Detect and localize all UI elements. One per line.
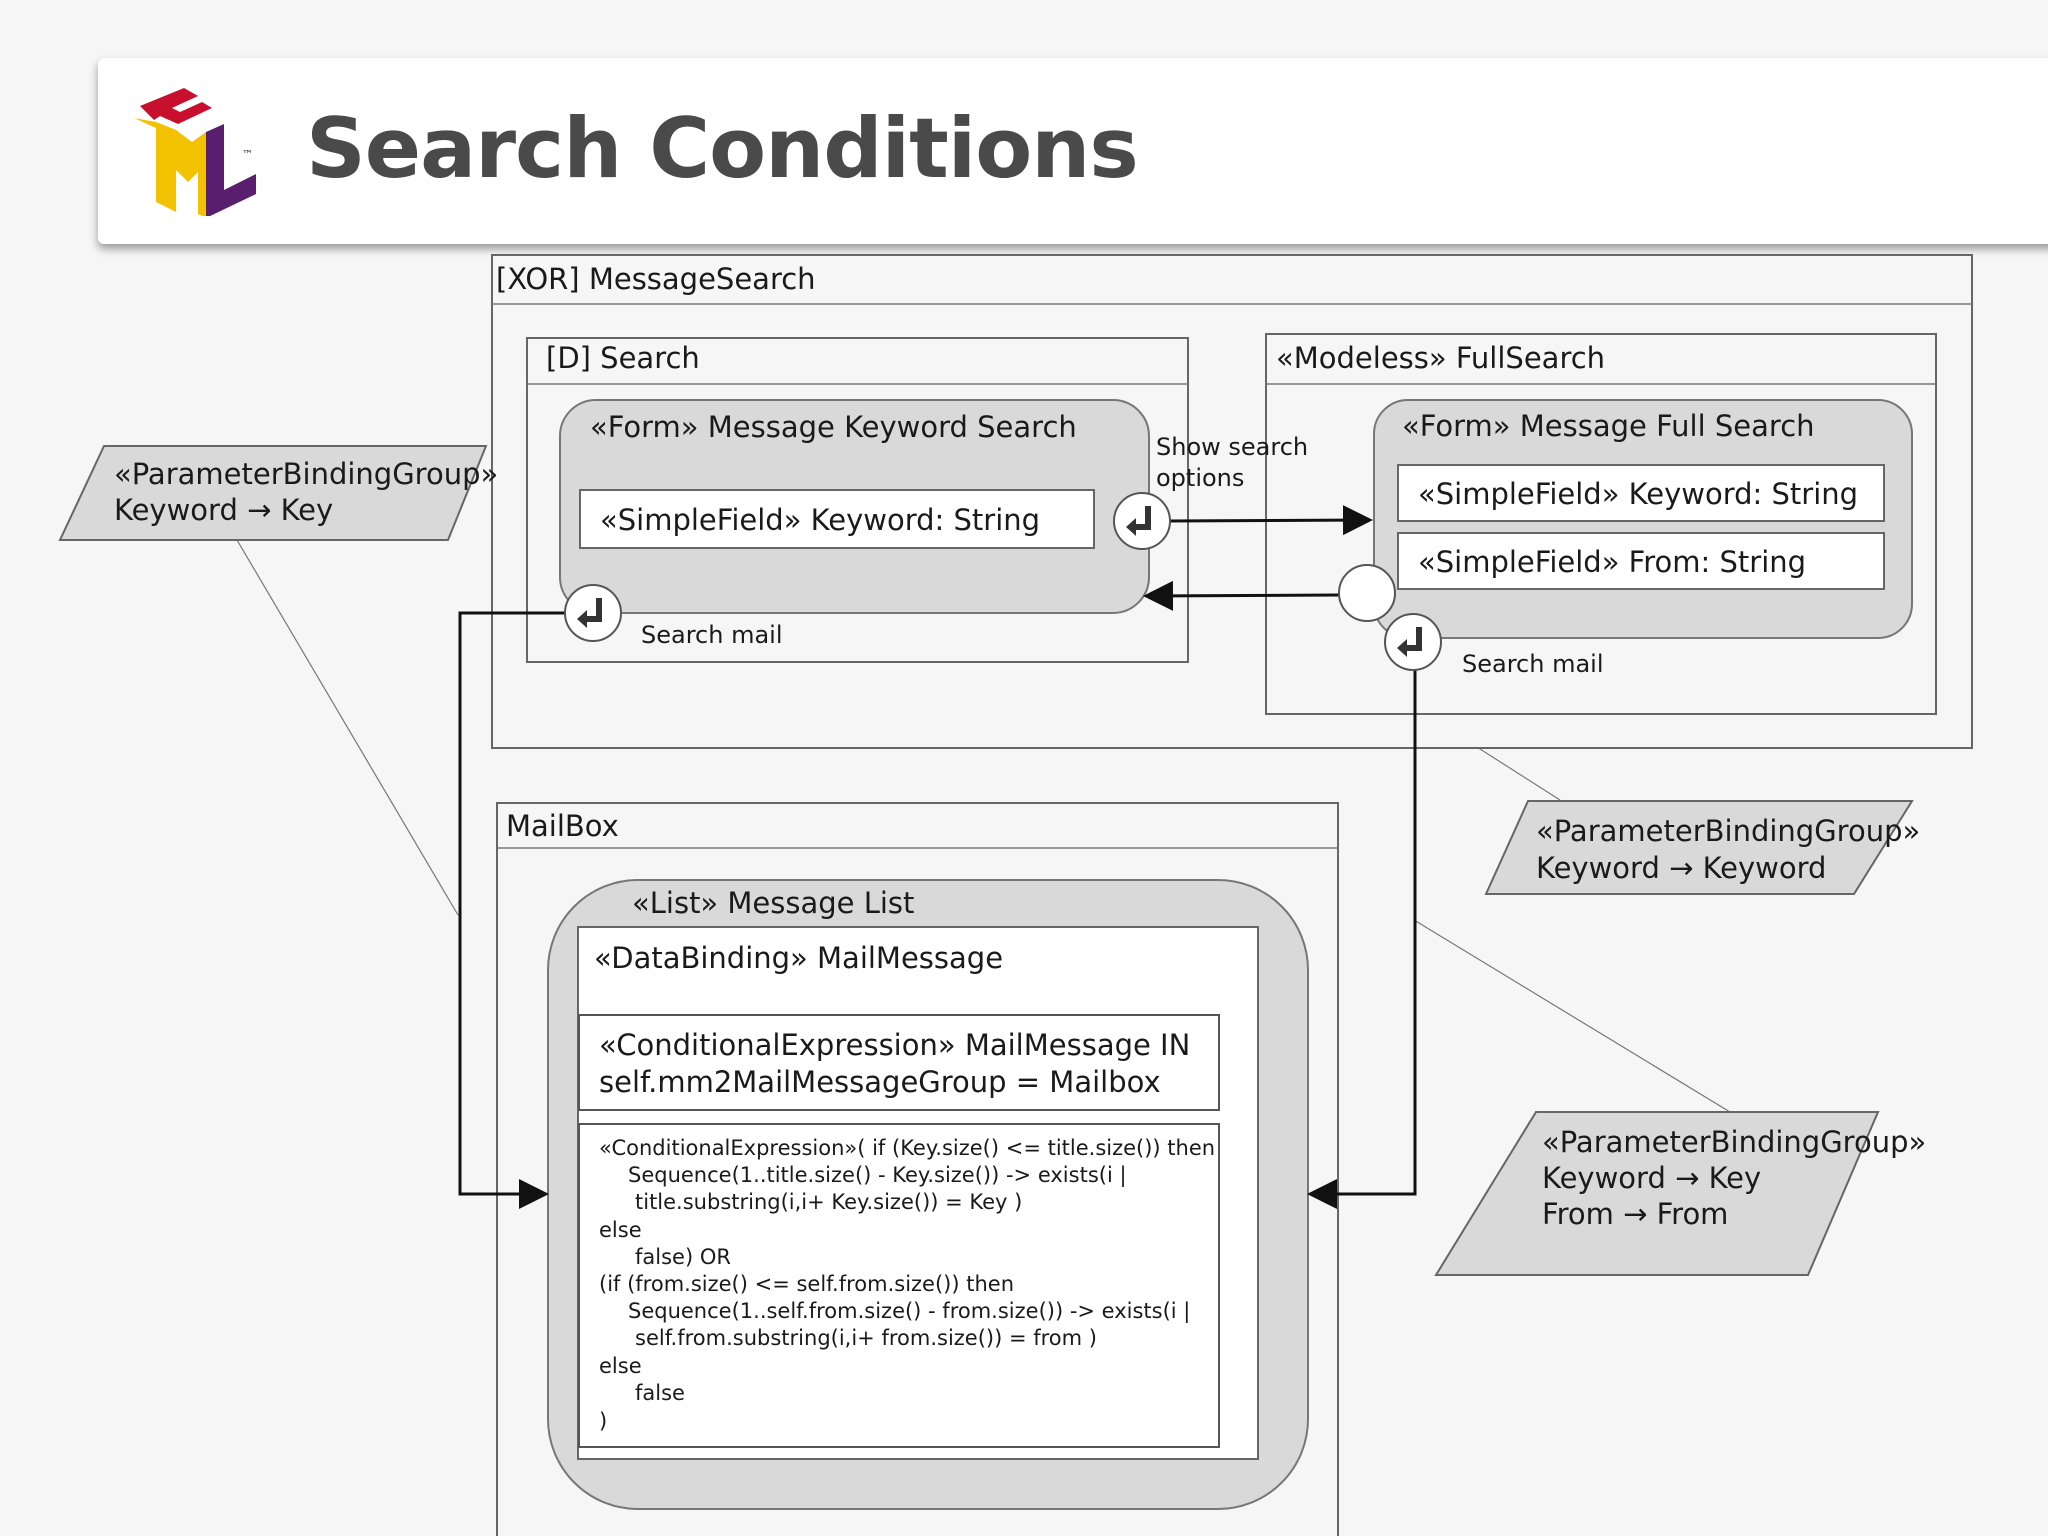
cond2-line-11: ) <box>599 1409 607 1433</box>
binding-line-right-bottom <box>1413 919 1731 1113</box>
message-list[interactable]: «List» Message List «DataBinding» MailMe… <box>547 879 1309 1510</box>
search-container-label: [D] Search <box>546 341 700 375</box>
cond2-line-6: (if (from.size() <= self.from.size()) th… <box>599 1272 1014 1296</box>
cond2-line-2: Sequence(1..title.size() - Key.size()) -… <box>628 1163 1127 1188</box>
keyword-search-form[interactable]: «Form» Message Keyword Search «SimpleFie… <box>559 399 1150 614</box>
binding-line-left <box>236 539 459 916</box>
cond1-line2: self.mm2MailMessageGroup = Mailbox <box>599 1065 1161 1099</box>
message-list-label: «List» Message List <box>632 886 914 920</box>
full-search-close-event[interactable] <box>1338 564 1396 622</box>
ifml-logo: ™ <box>134 88 256 216</box>
logo-tm-mark: ™ <box>242 148 253 161</box>
keyword-simple-field[interactable] <box>579 489 1095 549</box>
title-banner <box>98 58 2048 244</box>
logo-yellow-m-shape <box>134 118 206 216</box>
full-search-form[interactable]: «Form» Message Full Search «SimpleField»… <box>1373 399 1913 639</box>
flow-show-search-options <box>1166 505 1373 536</box>
logo-red-f-shape <box>140 88 212 124</box>
full-from-field-label: «SimpleField» From: String <box>1418 545 1806 579</box>
xor-message-search-label: [XOR] MessageSearch <box>496 262 816 296</box>
cond1-line1: «ConditionalExpression» MailMessage IN <box>599 1028 1190 1062</box>
binding-right-top-line1: Keyword → Keyword <box>1536 851 1826 885</box>
conditional-expression-1 <box>578 1014 1220 1111</box>
logo-purple-l-shape <box>206 124 256 216</box>
parameter-binding-right-bottom: «ParameterBindingGroup» Keyword → Key Fr… <box>1434 1111 1926 1276</box>
full-form-label: «Form» Message Full Search <box>1402 409 1815 443</box>
binding-right-bottom-line2: From → From <box>1542 1197 1728 1231</box>
cond2-line-7: Sequence(1..self.from.size() - from.size… <box>628 1299 1190 1324</box>
cond2-line-8: self.from.substring(i,i+ from.size()) = … <box>635 1326 1097 1350</box>
cond2-text: «ConditionalExpression»( if (Key.size() … <box>599 1136 1215 1433</box>
search-mail-label-right: Search mail <box>1462 650 1604 678</box>
conditional-expression-2 <box>578 1123 1220 1448</box>
full-search-container-label: «Modeless» FullSearch <box>1276 341 1605 375</box>
search-mail-event-left[interactable] <box>565 585 621 641</box>
cond2-line-9: else <box>599 1354 642 1378</box>
keyword-form-label: «Form» Message Keyword Search <box>590 410 1077 444</box>
cond2-line-5: false) OR <box>635 1245 731 1269</box>
flow-search-mail-right <box>1307 668 1417 1209</box>
flow-search-mail-left <box>458 611 566 1209</box>
show-search-options-label-1: Show search <box>1156 433 1308 461</box>
data-binding-label: «DataBinding» MailMessage <box>594 941 1003 975</box>
show-search-options-label-2: options <box>1156 464 1244 492</box>
full-keyword-field-label: «SimpleField» Keyword: String <box>1418 477 1858 511</box>
binding-right-bottom-line1: Keyword → Key <box>1542 1161 1761 1195</box>
page-title: Search Conditions <box>306 100 1139 197</box>
binding-right-bottom-stereotype: «ParameterBindingGroup» <box>1542 1125 1926 1159</box>
search-mail-label-left: Search mail <box>641 621 783 649</box>
full-from-simple-field[interactable] <box>1397 532 1885 590</box>
full-keyword-simple-field[interactable] <box>1397 464 1885 522</box>
cond2-line-3: title.substring(i,i+ Key.size()) = Key ) <box>635 1190 1022 1214</box>
navigation-flows <box>458 505 1417 1209</box>
show-search-options-event[interactable] <box>1114 493 1170 549</box>
cond2-line-1: «ConditionalExpression»( if (Key.size() … <box>599 1136 1215 1160</box>
binding-left-line1: Keyword → Key <box>114 493 333 527</box>
keyword-field-label: «SimpleField» Keyword: String <box>600 503 1040 537</box>
flow-fullsearch-back <box>1143 580 1341 611</box>
parameter-binding-left: «ParameterBindingGroup» Keyword → Key <box>58 445 498 541</box>
binding-left-stereotype: «ParameterBindingGroup» <box>114 457 498 491</box>
cond2-line-4: else <box>599 1218 642 1242</box>
cond2-line-10: false <box>635 1381 685 1405</box>
mailbox-label: MailBox <box>506 809 619 843</box>
binding-right-top-stereotype: «ParameterBindingGroup» <box>1536 814 1920 848</box>
search-mail-event-right[interactable] <box>1385 614 1441 670</box>
parameter-binding-right-top: «ParameterBindingGroup» Keyword → Keywor… <box>1484 800 1920 895</box>
